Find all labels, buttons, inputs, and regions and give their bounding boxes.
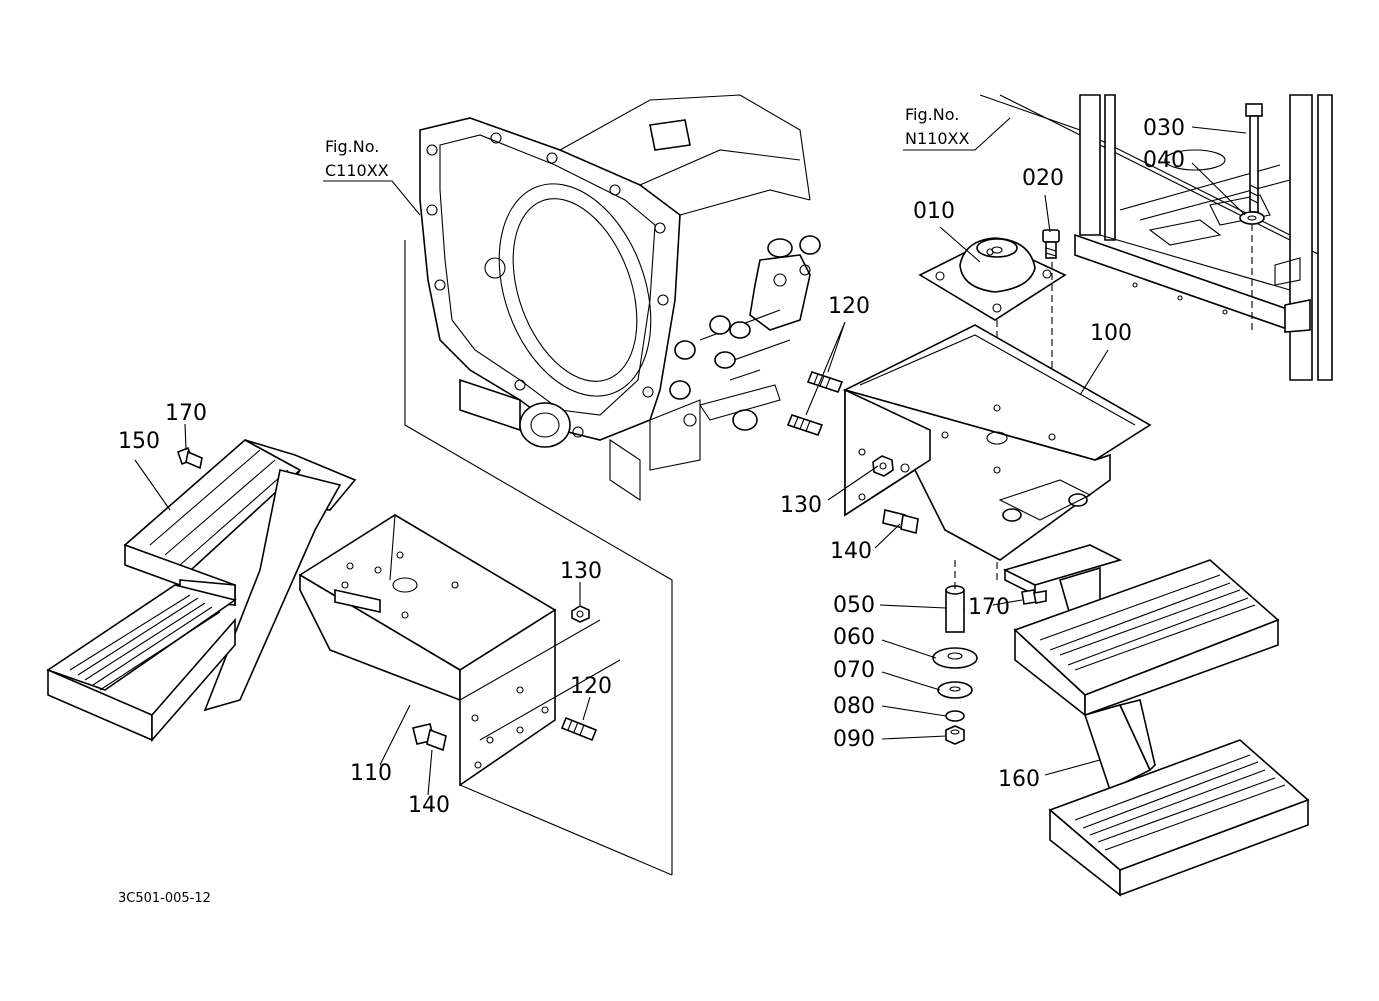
label-020: 020 bbox=[1022, 166, 1064, 191]
label-010: 010 bbox=[913, 199, 955, 224]
rubber-mount-010 bbox=[918, 237, 1067, 321]
label-130: 130 bbox=[560, 559, 602, 584]
stud-120 bbox=[560, 716, 598, 742]
label-110: 110 bbox=[350, 761, 392, 786]
fig-ref-c110xx: Fig.No. C110XX bbox=[323, 137, 421, 216]
label-120: 120 bbox=[570, 674, 612, 699]
part-labels: 010 020 030 040 100 120 130 140 050 060 … bbox=[118, 116, 1185, 818]
label-150: 150 bbox=[118, 429, 160, 454]
frame-section: Fig.No. N110XX bbox=[903, 94, 1333, 381]
label-090: 090 bbox=[833, 727, 875, 752]
bolt-020 bbox=[1042, 229, 1060, 259]
label-170: 170 bbox=[165, 401, 207, 426]
stud-120 bbox=[786, 414, 824, 436]
label-140: 140 bbox=[408, 793, 450, 818]
drawing-code: 3C501-005-12 bbox=[118, 891, 211, 906]
fig-ref-number: C110XX bbox=[325, 161, 389, 180]
nut-130 bbox=[571, 605, 590, 623]
label-100: 100 bbox=[1090, 321, 1132, 346]
label-080: 080 bbox=[833, 694, 875, 719]
bolt-140 bbox=[412, 723, 447, 752]
stud-120 bbox=[806, 371, 844, 393]
nut-130 bbox=[872, 455, 894, 477]
label-140: 140 bbox=[830, 539, 872, 564]
bracket-100 bbox=[842, 324, 1152, 561]
bolt-140 bbox=[882, 509, 919, 535]
detail-boundary bbox=[459, 784, 673, 876]
washer-070 bbox=[937, 681, 973, 699]
spacer-050 bbox=[945, 585, 965, 633]
bracket-110 bbox=[298, 514, 557, 787]
fig-ref-label: Fig.No. bbox=[905, 105, 959, 124]
label-030: 030 bbox=[1143, 116, 1185, 141]
washer-060 bbox=[932, 647, 978, 669]
detail-boundary bbox=[404, 240, 673, 875]
lock-washer-080 bbox=[945, 710, 965, 722]
label-170: 170 bbox=[968, 595, 1010, 620]
nut-090 bbox=[945, 725, 965, 745]
label-040: 040 bbox=[1143, 148, 1185, 173]
label-160: 160 bbox=[998, 767, 1040, 792]
label-120: 120 bbox=[828, 294, 870, 319]
fig-ref-number: N110XX bbox=[905, 129, 969, 148]
label-050: 050 bbox=[833, 593, 875, 618]
step-150 bbox=[46, 439, 357, 743]
bolt-170 bbox=[177, 446, 203, 470]
leader-lines bbox=[134, 126, 1247, 796]
bolt-170 bbox=[1021, 589, 1047, 605]
clutch-housing bbox=[419, 94, 821, 502]
step-160 bbox=[1002, 544, 1310, 897]
label-130: 130 bbox=[780, 493, 822, 518]
label-060: 060 bbox=[833, 625, 875, 650]
fig-ref-label: Fig.No. bbox=[325, 137, 379, 156]
label-070: 070 bbox=[833, 658, 875, 683]
bolt-030 bbox=[1245, 103, 1263, 213]
